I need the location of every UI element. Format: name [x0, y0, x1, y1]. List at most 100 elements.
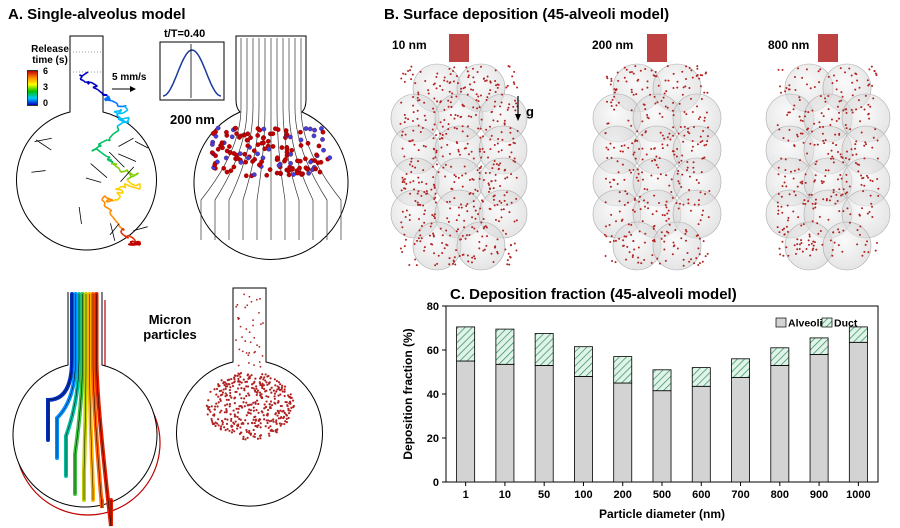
- trajectory-segment: [120, 231, 124, 236]
- deposited-particle: [456, 114, 459, 117]
- particle: [251, 172, 257, 178]
- trajectory-segment: [101, 93, 108, 97]
- deposited-particle: [497, 138, 500, 141]
- trajectory-segment: [126, 179, 132, 185]
- trajectory-segment: [124, 234, 130, 238]
- deposited-particle: [467, 260, 470, 263]
- deposited-particle: [473, 81, 476, 84]
- deposited-particle: [449, 114, 452, 117]
- deposited-particle: [496, 250, 499, 253]
- deposited-particle: [647, 207, 650, 210]
- particle: [236, 415, 239, 419]
- deposited-particle: [686, 169, 689, 172]
- particle: [264, 172, 270, 178]
- deposited-particle: [490, 180, 493, 183]
- deposited-particle: [420, 194, 423, 197]
- deposited-particle: [488, 207, 491, 210]
- deposited-particle: [666, 212, 669, 215]
- deposited-particle: [439, 101, 442, 104]
- particle: [243, 293, 246, 296]
- deposited-particle: [642, 103, 645, 106]
- deposited-particle: [433, 123, 436, 126]
- deposited-particle: [411, 165, 414, 168]
- deposited-particle: [610, 235, 613, 238]
- particle: [288, 161, 293, 166]
- particle: [279, 404, 282, 408]
- deposited-particle: [451, 188, 454, 191]
- deposited-particle: [650, 174, 653, 177]
- deposited-particle: [436, 100, 439, 103]
- deposited-particle: [628, 251, 631, 254]
- deposited-particle: [705, 143, 708, 146]
- deposited-particle: [447, 99, 450, 102]
- particle: [233, 380, 236, 383]
- particle: [244, 306, 247, 309]
- deposited-particle: [682, 140, 685, 143]
- particle: [261, 386, 264, 390]
- deposited-particle: [633, 151, 636, 154]
- particle: [263, 403, 266, 406]
- deposited-particle: [689, 209, 692, 212]
- velocity-vector: [118, 137, 134, 147]
- particle: [254, 350, 256, 353]
- deposited-particle: [628, 169, 631, 172]
- trajectory-segment: [95, 144, 102, 150]
- particle: [269, 388, 272, 391]
- alveolus-sphere: [822, 221, 872, 271]
- deposited-particle: [633, 198, 636, 201]
- deposited-particle: [432, 232, 435, 235]
- deposited-particle: [632, 93, 635, 96]
- deposited-particle: [688, 132, 691, 135]
- deposited-particle: [485, 244, 488, 247]
- deposited-particle: [787, 216, 790, 219]
- deposited-particle: [472, 192, 475, 195]
- deposited-particle: [419, 240, 422, 243]
- deposited-particle: [706, 140, 709, 143]
- particle: [245, 401, 248, 404]
- particle: [214, 424, 217, 428]
- particle: [252, 406, 255, 409]
- deposited-particle: [503, 119, 506, 122]
- deposited-particle: [677, 180, 680, 183]
- trajectory-segment: [111, 99, 117, 104]
- deposited-particle: [672, 101, 675, 104]
- deposited-particle: [441, 241, 444, 244]
- deposited-particle: [493, 160, 496, 163]
- deposited-particle: [408, 263, 411, 266]
- deposited-particle: [471, 216, 474, 219]
- deposited-particle: [625, 235, 628, 238]
- trajectory-segment: [118, 168, 122, 173]
- deposited-particle: [495, 84, 498, 87]
- deposited-particle: [687, 202, 690, 205]
- deposited-particle: [423, 101, 426, 104]
- deposited-particle: [681, 173, 684, 176]
- deposited-particle: [414, 82, 417, 85]
- y-axis-label: Deposition fraction (%): [401, 328, 415, 459]
- waveform-inset: [159, 41, 225, 101]
- micron-path-outline: [47, 294, 73, 440]
- deposited-particle: [477, 95, 480, 98]
- deposited-particle: [637, 256, 640, 259]
- deposited-particle: [634, 140, 637, 143]
- particle: [278, 422, 281, 425]
- deposited-particle: [420, 225, 423, 228]
- deposited-particle: [874, 72, 877, 75]
- deposited-particle: [695, 257, 698, 260]
- deposited-particle: [707, 126, 710, 129]
- deposited-particle: [615, 104, 618, 107]
- deposited-particle: [413, 143, 416, 146]
- deposited-particle: [483, 248, 486, 251]
- bar-alveoli: [848, 341, 868, 483]
- particle: [255, 151, 260, 157]
- deposited-particle: [477, 100, 480, 103]
- deposited-particle: [431, 165, 434, 168]
- particle: [230, 377, 233, 381]
- deposited-particle: [443, 76, 446, 79]
- trajectory-segment: [122, 120, 128, 124]
- deposited-particle: [617, 101, 620, 104]
- particle: [210, 419, 214, 422]
- deposited-particle: [683, 134, 686, 137]
- trajectory-segment: [129, 243, 134, 246]
- deposited-particle: [419, 234, 422, 237]
- particle: [215, 402, 218, 405]
